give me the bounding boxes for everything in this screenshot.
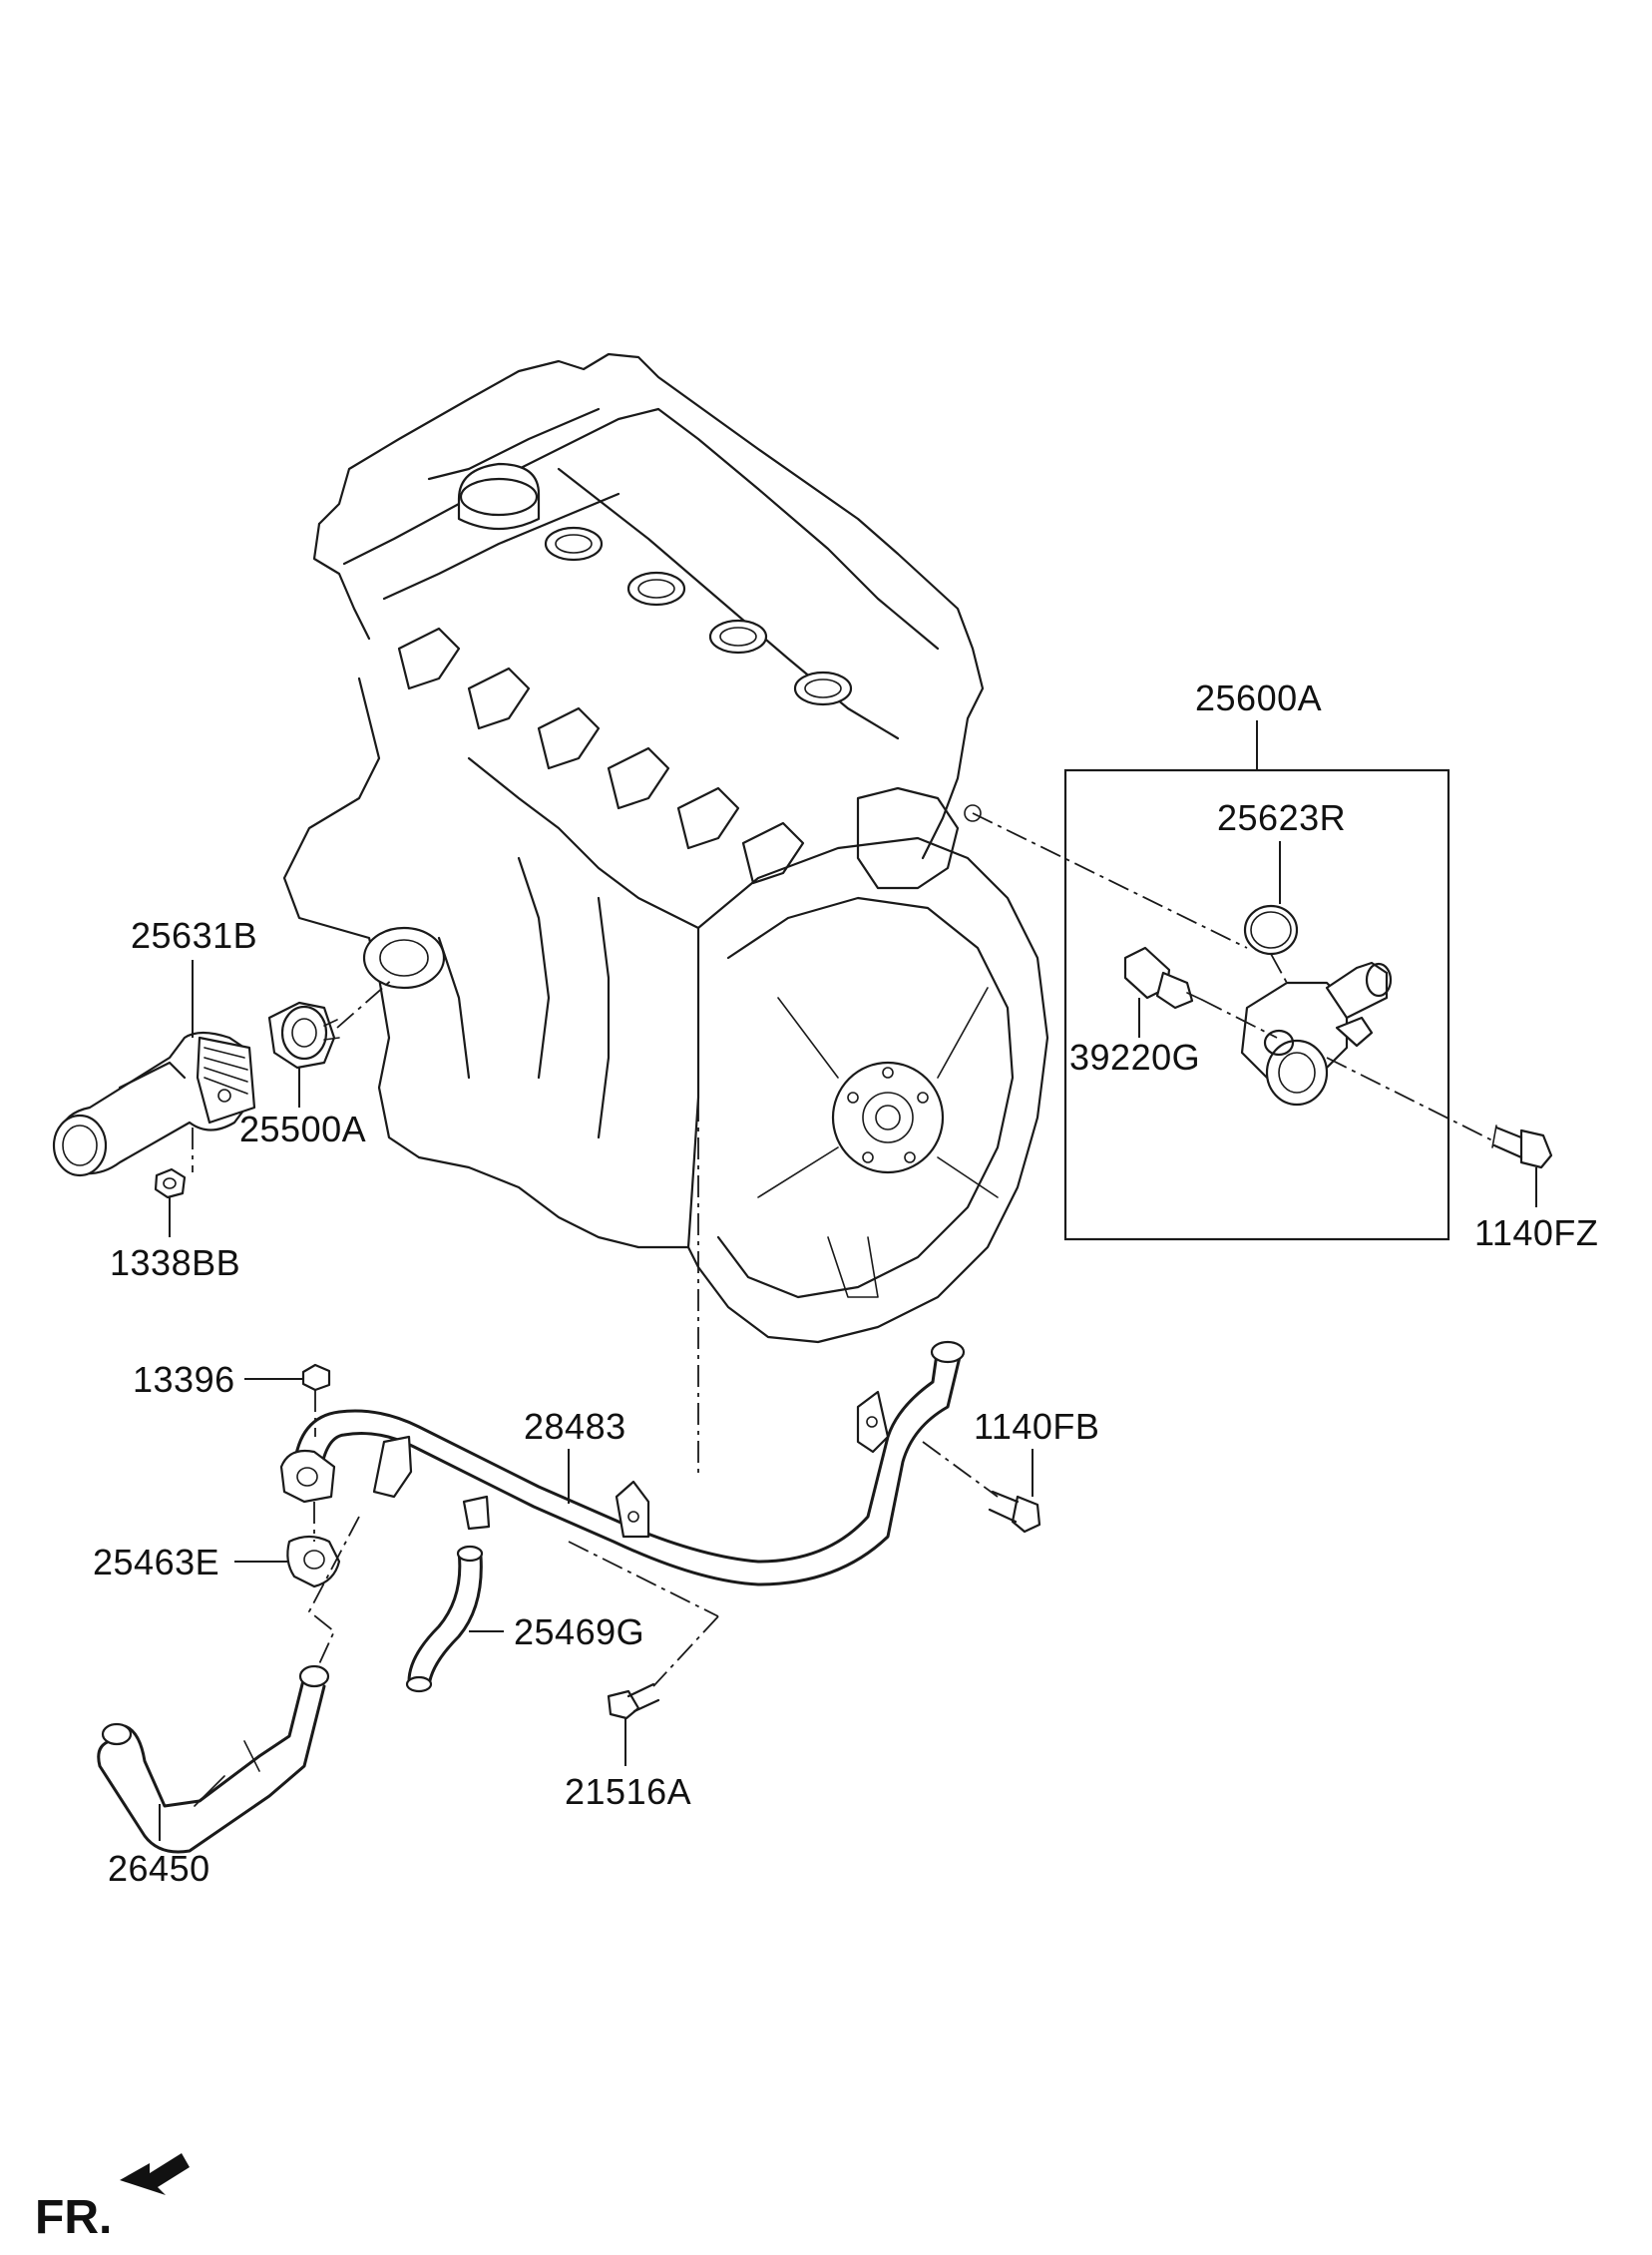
callout-25600A: 25600A: [1195, 677, 1322, 718]
thermostat-drawing: [267, 1001, 340, 1070]
gasket-drawing: [286, 1535, 341, 1588]
callout-25469G: 25469G: [514, 1611, 644, 1652]
callout-25623R: 25623R: [1217, 797, 1346, 838]
bolt-1140FZ-drawing: [1491, 1125, 1553, 1169]
callout-1338BB: 1338BB: [110, 1242, 240, 1283]
callout-25500A: 25500A: [239, 1109, 366, 1149]
o-ring-drawing: [1243, 904, 1299, 956]
callout-1140FZ: 1140FZ: [1474, 1212, 1598, 1253]
bolt-21516A-drawing: [607, 1682, 660, 1720]
large-hose-drawing: [97, 1664, 330, 1854]
thermostat-housing-drawing: [52, 1031, 256, 1177]
nut-1338BB-drawing: [154, 1167, 187, 1199]
small-hose-drawing: [405, 1545, 484, 1693]
water-outlet-housing-drawing: [1240, 961, 1393, 1107]
callout-26450: 26450: [108, 1848, 210, 1889]
front-direction-label: FR.: [35, 2191, 112, 2244]
engine-assembly-drawing: [282, 352, 1049, 1344]
callout-13396: 13396: [133, 1359, 235, 1400]
water-pipe-drawing: [279, 1340, 966, 1586]
bolt-1140FB-drawing: [988, 1490, 1041, 1534]
callout-25631B: 25631B: [131, 915, 257, 956]
nut-13396-drawing: [301, 1363, 331, 1392]
callout-21516A: 21516A: [565, 1771, 691, 1812]
front-direction-arrow-icon: [120, 2153, 190, 2195]
temperature-sensor-drawing: [1123, 946, 1203, 1010]
callout-25463E: 25463E: [93, 1542, 219, 1582]
callout-39220G: 39220G: [1069, 1037, 1200, 1078]
callout-28483: 28483: [524, 1406, 626, 1447]
callout-1140FB: 1140FB: [974, 1406, 1099, 1447]
